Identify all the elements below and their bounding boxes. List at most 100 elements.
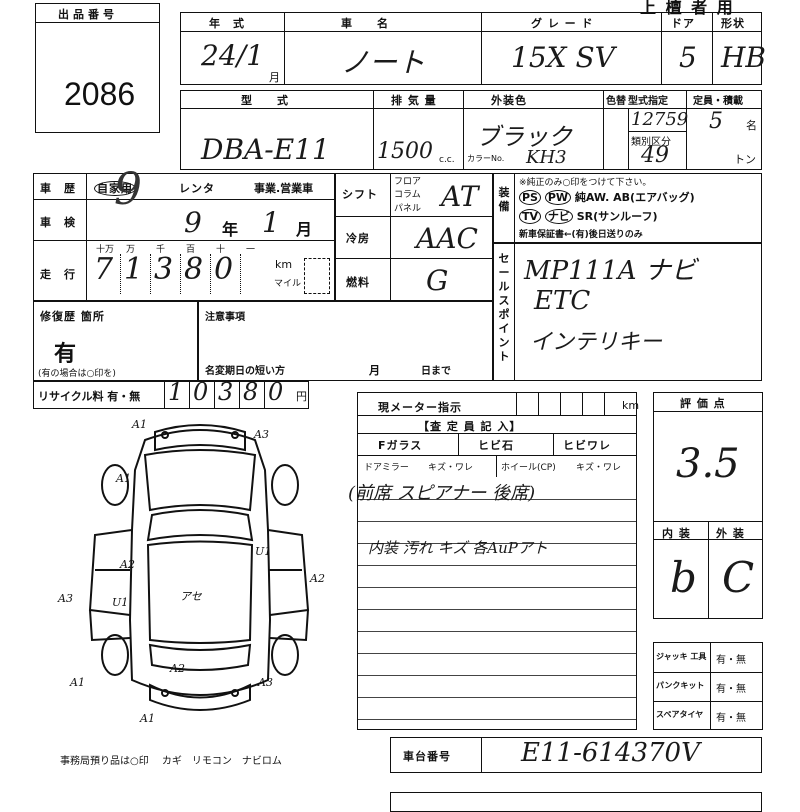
model-label: 型 式 bbox=[241, 94, 289, 107]
shift-option-panel[interactable]: パネル bbox=[394, 204, 422, 214]
tools-box: ジャッキ 工具有・無パンクキット有・無スペアタイヤ有・無 bbox=[653, 642, 763, 730]
repair-label: 修復歴 箇所 bbox=[40, 310, 105, 323]
mileage-digit-label: 百 bbox=[186, 245, 196, 255]
sales-point-label: セールスポイント bbox=[498, 252, 510, 363]
chassis-label: 車台番号 bbox=[403, 750, 451, 763]
shape-label: 形状 bbox=[721, 17, 745, 30]
class-no-value: 49 bbox=[641, 143, 669, 168]
history-option-business[interactable]: 事業.営業車 bbox=[254, 182, 314, 195]
mileage-digit-label: 千 bbox=[156, 245, 166, 255]
capacity-unit: 名 bbox=[746, 119, 757, 132]
equipment-note: ※純正のみ○印をつけて下さい。 bbox=[519, 178, 652, 188]
history-option-private[interactable]: 自家用 bbox=[94, 180, 136, 196]
mileage-digit: 8 bbox=[184, 252, 204, 287]
equipment-line2: TV ナビ SR(サンルーフ) bbox=[519, 208, 658, 224]
shift-value: AT bbox=[441, 180, 479, 213]
year-value: 24/1 bbox=[201, 39, 264, 72]
mileage-digit-label: 一 bbox=[246, 245, 256, 255]
mileage-digit-label: 十 bbox=[216, 245, 226, 255]
spec-box: シフト フロア コラム パネル AT 冷房 AAC 燃料 G bbox=[335, 173, 493, 301]
meter-label: 現メーター指示 bbox=[378, 401, 462, 414]
equipment-line3: 新車保証書←(有)後日送りのみ bbox=[519, 230, 643, 240]
lot-label: 出品番号 bbox=[58, 8, 118, 21]
tool-label: ジャッキ 工具 bbox=[656, 652, 707, 661]
doors-value: 5 bbox=[679, 41, 697, 74]
equipment-line1: PS PW 純AW. AB(エアバッグ) bbox=[519, 189, 695, 205]
inspection-year-label: 年 bbox=[222, 220, 240, 239]
chassis-box: 車台番号 E11-614370V bbox=[390, 737, 762, 773]
diagram-mark: U1 bbox=[255, 545, 271, 558]
mirror-value: キズ・ワレ bbox=[428, 463, 474, 473]
mileage-digit-label: 万 bbox=[126, 245, 136, 255]
repair-value: 有 bbox=[54, 342, 77, 367]
rating-value: 3.5 bbox=[676, 441, 740, 487]
mileage-digit: 7 bbox=[94, 252, 114, 287]
history-label: 車 歴 bbox=[40, 182, 76, 195]
row2-box: 型 式 排 気 量 外装色 色替 型式指定 定員・積載 類別区分 DBA-E11… bbox=[180, 90, 762, 170]
recycle-digit: 3 bbox=[218, 378, 234, 406]
tool-label: パンクキット bbox=[656, 681, 705, 690]
tool-value[interactable]: 有・無 bbox=[716, 713, 746, 724]
color-label: 外装色 bbox=[491, 94, 527, 107]
diagram-mark: A3 bbox=[257, 676, 273, 689]
tool-value[interactable]: 有・無 bbox=[716, 684, 746, 695]
paint-label: 色替 bbox=[606, 96, 626, 107]
diagram-mark: A1 bbox=[131, 418, 147, 431]
recycle-digit: 1 bbox=[168, 378, 184, 406]
handwritten-nine: 9 bbox=[114, 164, 142, 215]
shift-option-floor[interactable]: フロア bbox=[394, 177, 422, 187]
diagram-mark: A3 bbox=[253, 428, 269, 441]
diagram-mark: U1 bbox=[112, 596, 128, 609]
shift-option-column[interactable]: コラム bbox=[394, 190, 421, 200]
diagram-mark: A1 bbox=[115, 472, 131, 485]
notes-label: 注意事項 bbox=[205, 312, 245, 323]
fuel-label: 燃料 bbox=[346, 276, 370, 289]
tool-label: スペアタイヤ bbox=[656, 710, 704, 719]
year-label: 年 式 bbox=[209, 17, 245, 30]
mileage-digit: 1 bbox=[124, 252, 144, 287]
diagram-mark: A2 bbox=[119, 558, 135, 571]
exterior-value: C bbox=[722, 553, 755, 602]
mileage-digit: 0 bbox=[214, 252, 234, 287]
repair-box: 修復歴 箇所 有 (有の場合は○印を) bbox=[33, 301, 198, 381]
cc-unit: c.c. bbox=[439, 155, 455, 165]
mirror-label: ドアミラー bbox=[364, 463, 409, 473]
diagram-mark: A2 bbox=[309, 572, 325, 585]
inspection-year: 9 bbox=[184, 206, 202, 239]
remark-line2: 内装 汚れ キズ 各AuPアト bbox=[368, 539, 548, 557]
bottom-box-partial bbox=[390, 792, 762, 812]
history-option-rental[interactable]: レンタ bbox=[179, 182, 215, 195]
car-name-value: ノート bbox=[341, 46, 426, 79]
diagram-mark: A3 bbox=[57, 592, 73, 605]
tool-value[interactable]: 有・無 bbox=[716, 655, 746, 666]
fuel-value: G bbox=[426, 264, 449, 297]
diagram-mark: A1 bbox=[69, 676, 85, 689]
diagram-mark: A2 bbox=[169, 662, 185, 675]
mileage-digit: 3 bbox=[154, 252, 174, 287]
repair-note: (有の場合は○印を) bbox=[38, 369, 116, 379]
interior-value: b bbox=[670, 553, 697, 602]
exterior-label: 外 装 bbox=[716, 527, 745, 540]
aircon-value: AAC bbox=[416, 222, 478, 255]
recycle-digit: 0 bbox=[193, 378, 209, 406]
capacity-value: 5 bbox=[709, 109, 723, 134]
rating-box: 評 価 点 3.5 内 装 外 装 b C bbox=[653, 392, 763, 619]
mile-checkbox[interactable] bbox=[304, 258, 330, 294]
meter-unit: km bbox=[622, 399, 640, 412]
recycle-label: リサイクル料 有・無 bbox=[38, 390, 141, 403]
diagram-mark: アセ bbox=[180, 590, 203, 603]
name-change-month: 月 bbox=[369, 364, 381, 377]
aircon-label: 冷房 bbox=[346, 232, 370, 245]
mileage-label: 走 行 bbox=[40, 268, 76, 281]
color-value: ブラック bbox=[476, 123, 572, 151]
wheel-value: キズ・ワレ bbox=[576, 463, 622, 473]
model-value: DBA-E11 bbox=[201, 133, 330, 166]
crack-label: ヒビ石 bbox=[478, 439, 514, 452]
inspection-month-label: 月 bbox=[296, 220, 314, 239]
mileage-digit-label: 十万 bbox=[96, 245, 115, 255]
inspector-label: 【査 定 員 記 入】 bbox=[418, 420, 522, 433]
type-designation-label: 型式指定 bbox=[628, 96, 668, 107]
